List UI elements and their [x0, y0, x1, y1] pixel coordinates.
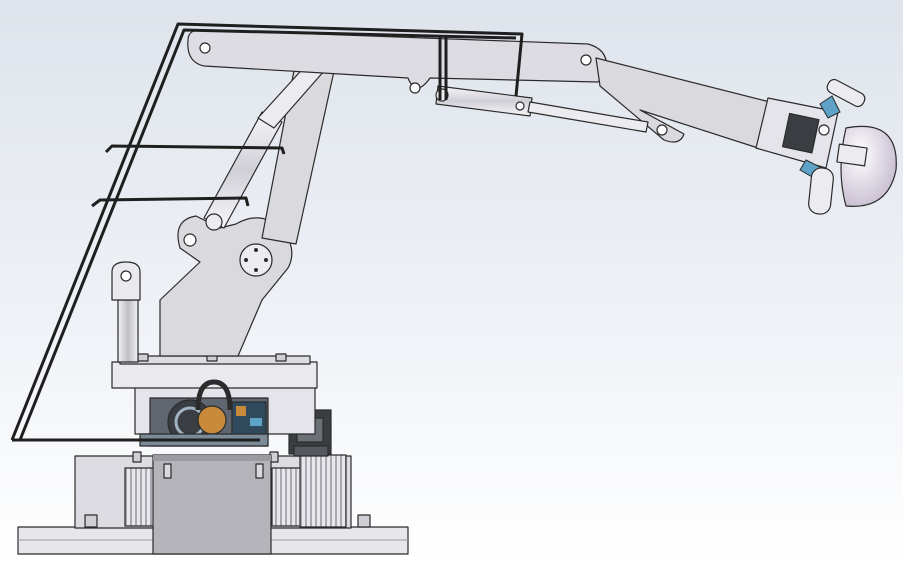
- support-post: [111, 261, 141, 363]
- upper-arm: [187, 29, 608, 94]
- forearm: [595, 57, 771, 149]
- base-bolts: [84, 451, 371, 528]
- gripper-finger: [808, 78, 866, 215]
- control-box: [152, 454, 272, 555]
- lower-column: [159, 215, 293, 357]
- gear-assembly: [139, 379, 269, 447]
- cable-rail: [10, 22, 524, 442]
- wrist-housing: [755, 95, 841, 179]
- suction-dome: [836, 125, 897, 207]
- forearm-cylinder: [435, 85, 649, 133]
